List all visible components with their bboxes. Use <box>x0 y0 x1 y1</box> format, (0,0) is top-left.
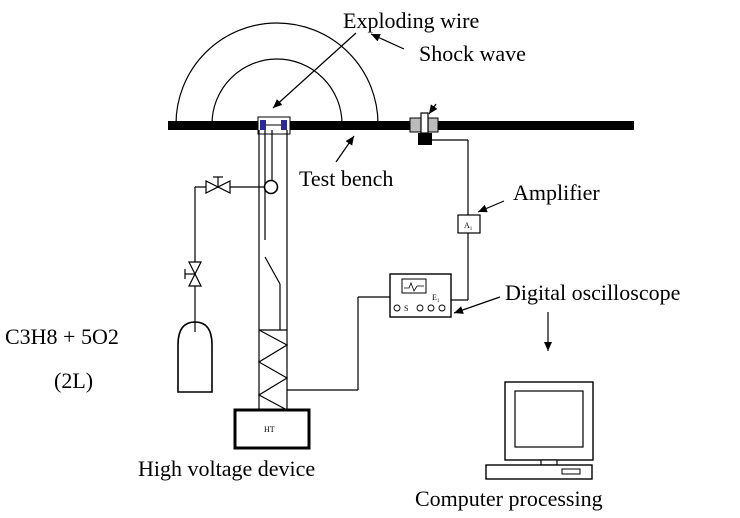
test-bench-arrow <box>335 135 355 163</box>
gas-inlet-port <box>263 179 279 195</box>
oscilloscope-screen <box>401 278 427 294</box>
sensor-arrow <box>428 103 438 115</box>
label-amplifier: Amplifier <box>513 180 600 205</box>
digital-oscilloscope-arrow <box>453 296 501 314</box>
pressure-sensor-core <box>420 112 429 134</box>
lower-valve-top <box>188 261 202 276</box>
exploding-wire-arrow <box>272 32 357 109</box>
label-test-bench: Test bench <box>299 166 393 191</box>
electrode-left <box>260 120 266 130</box>
computer-screen <box>514 390 584 448</box>
coil-zigzag <box>257 329 289 411</box>
oscilloscope-knob-3 <box>427 304 435 312</box>
computer-drive-slot <box>561 468 581 475</box>
upper-valve-right <box>216 180 231 194</box>
oscilloscope-s-mark: S <box>404 304 408 313</box>
oscilloscope-knob-4 <box>438 304 446 312</box>
switch-blade <box>264 256 281 285</box>
test-bench-bar <box>168 121 634 130</box>
oscilloscope-knob-2 <box>416 304 424 312</box>
shock-wave-outer-arc <box>175 22 379 125</box>
label-digital-oscilloscope: Digital oscilloscope <box>505 280 680 305</box>
oscilloscope-e-mark: E1 <box>432 293 440 304</box>
high-voltage-box-mark: HT <box>264 425 275 434</box>
label-computer-processing: Computer processing <box>415 486 603 511</box>
computer-stand <box>540 459 558 466</box>
label-gas-volume: (2L) <box>54 368 93 393</box>
label-exploding-wire: Exploding wire <box>343 8 479 33</box>
high-voltage-box <box>233 408 311 450</box>
amplifier-box <box>457 214 481 234</box>
lower-valve-bottom <box>188 272 202 287</box>
upper-valve-left <box>205 180 220 194</box>
amplifier-arrow <box>477 200 505 213</box>
label-shock-wave: Shock wave <box>419 41 526 66</box>
shock-wave-arrow <box>370 33 405 50</box>
gas-cylinder <box>177 321 213 393</box>
label-gas-mixture: C3H8 + 5O2 <box>5 324 119 349</box>
amplifier-box-mark: A1 <box>464 221 473 232</box>
pressure-sensor-base <box>418 133 432 145</box>
shock-wave-inner-arc <box>211 58 343 125</box>
oscilloscope-waveform <box>404 281 424 292</box>
electrode-right <box>281 120 287 130</box>
oscilloscope-knob-1 <box>393 304 401 312</box>
label-high-voltage-device: High voltage device <box>138 456 315 481</box>
